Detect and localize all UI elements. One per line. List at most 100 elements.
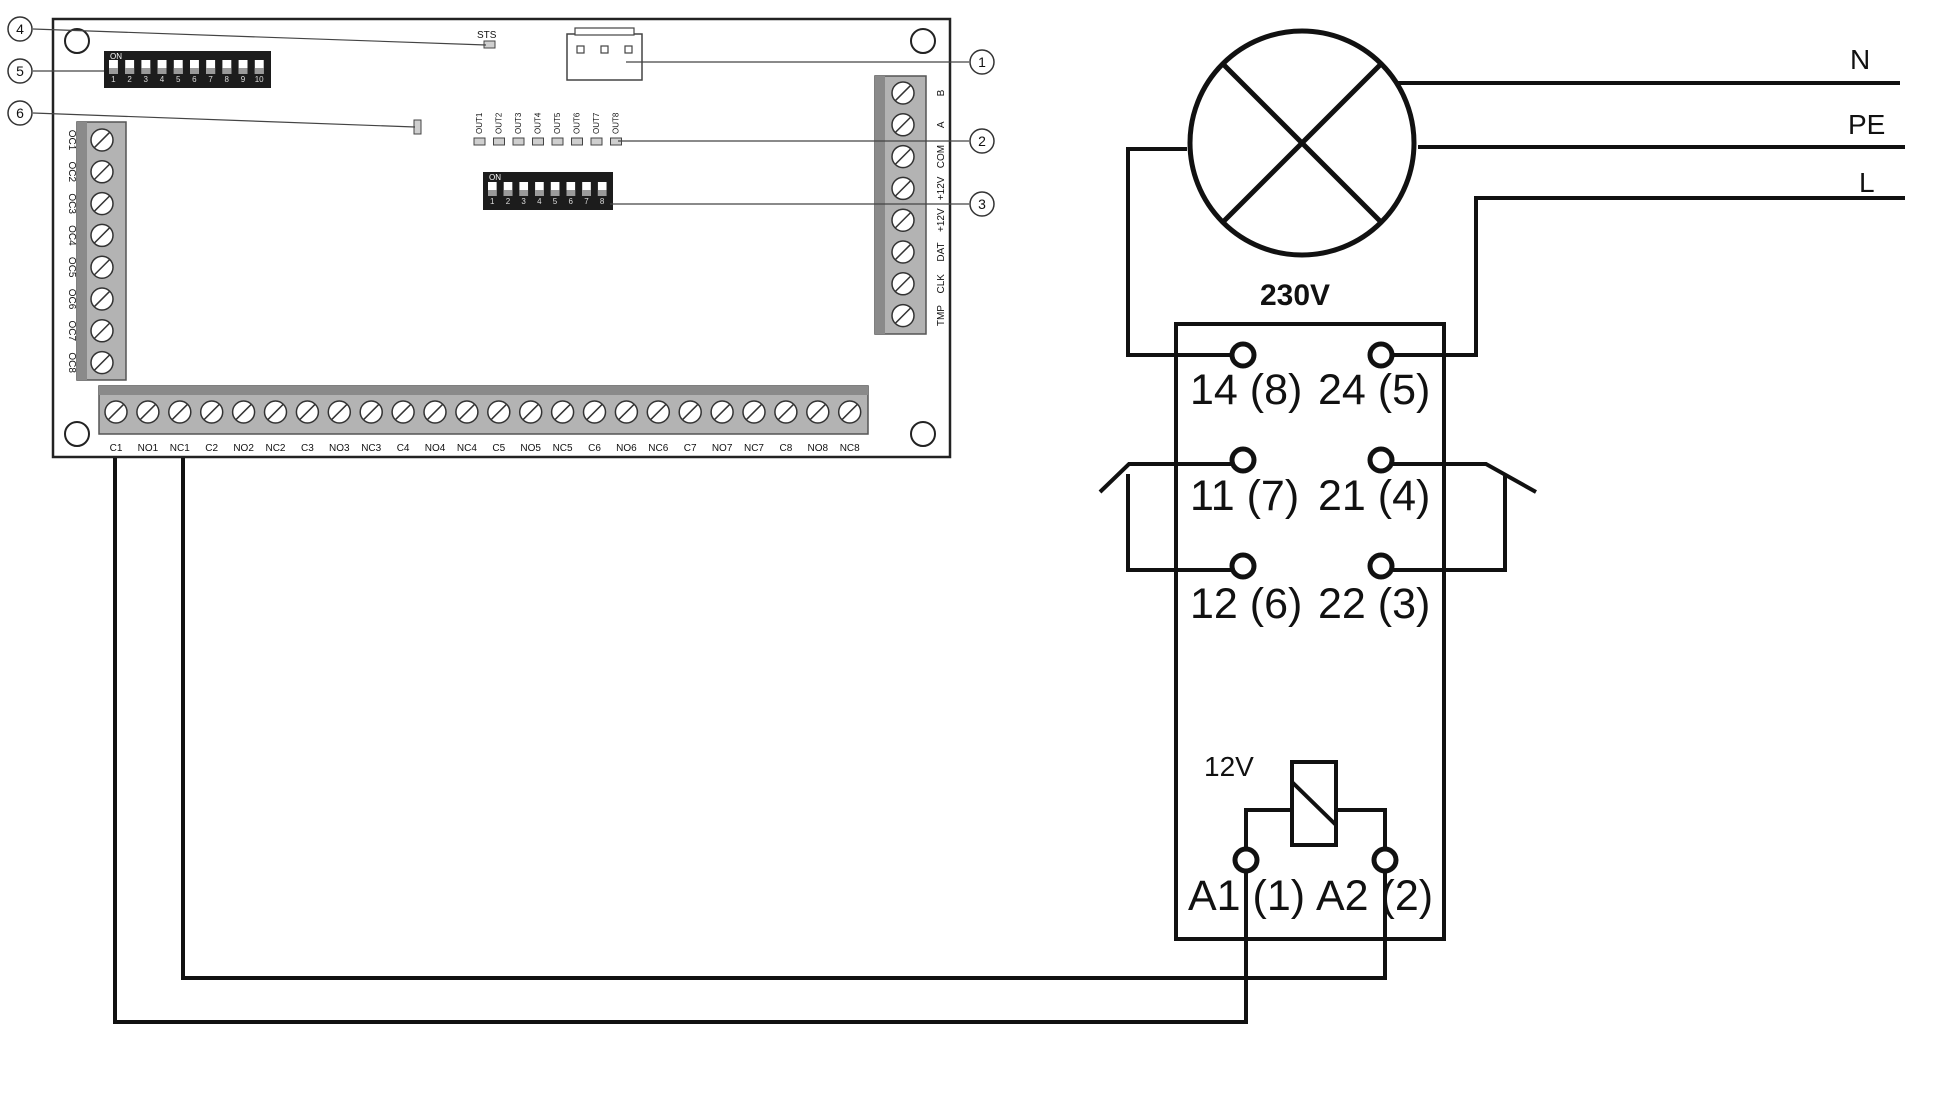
dip-number: 1	[490, 197, 495, 206]
terminal-21	[1367, 446, 1395, 474]
terminal-label: OC8	[66, 352, 77, 373]
dip-switch-lever: 3	[141, 60, 151, 84]
dip-number: 3	[521, 197, 526, 206]
terminal-label: C6	[588, 443, 601, 454]
relay-row-2-right: 21 (4)	[1318, 472, 1430, 520]
relay-body	[1174, 322, 1446, 941]
dip-switch-lever: 7	[582, 182, 591, 206]
callout-number: 3	[978, 196, 986, 212]
terminal-screw	[90, 223, 114, 248]
terminal-label: OC1	[66, 130, 77, 151]
led-label: OUT3	[514, 112, 523, 134]
terminal-12	[1229, 552, 1257, 580]
terminal-screw	[487, 400, 511, 424]
relay-voltage-label: 230V	[1260, 279, 1330, 312]
terminal-label: A	[936, 121, 947, 128]
wire-bridge-21-22	[1381, 462, 1537, 494]
relay-row-2-left: 11 (7)	[1190, 472, 1299, 520]
terminal-screw	[90, 255, 114, 279]
output-led: OUT4	[532, 112, 544, 146]
terminal-label: OC2	[66, 162, 77, 183]
callout: 4	[7, 16, 487, 46]
dip-number: 10	[255, 75, 264, 84]
terminal-label: B	[936, 89, 947, 96]
terminal-screw	[806, 400, 830, 424]
terminal-label: NO8	[808, 443, 829, 454]
dip-number: 6	[569, 197, 574, 206]
terminal-label: NC8	[840, 443, 860, 454]
terminal-screw	[423, 400, 447, 424]
terminal-22	[1367, 552, 1395, 580]
terminal-label: COM	[936, 145, 947, 168]
terminal-screw	[391, 400, 415, 424]
callout: 2	[618, 128, 995, 154]
terminal-screw	[891, 176, 915, 201]
terminal-label: C4	[397, 443, 410, 454]
callout-number: 4	[16, 21, 24, 37]
terminal-label: NO4	[425, 443, 446, 454]
terminal-label: NC6	[648, 443, 668, 454]
dip-switch-lever: 2	[503, 182, 513, 206]
line-label-n: N	[1850, 44, 1870, 75]
wire-bridge-21-22-b	[1381, 476, 1507, 572]
callout-number: 6	[16, 105, 24, 121]
terminal-label: NC2	[265, 443, 285, 454]
dip-number: 5	[553, 197, 558, 206]
terminal-screw	[891, 272, 915, 296]
terminal-screw	[891, 208, 915, 232]
terminal-label: +12V	[936, 176, 947, 200]
relay-row-1-left: 14 (8)	[1190, 366, 1302, 414]
output-led: OUT8	[610, 112, 622, 146]
dip-number: 5	[176, 75, 181, 84]
terminal-screw	[136, 400, 160, 424]
terminal-label: OC5	[66, 257, 77, 278]
terminal-label: NC7	[744, 443, 764, 454]
terminal-screw	[90, 160, 114, 184]
led-label: OUT5	[553, 112, 562, 134]
led-label: OUT7	[592, 112, 601, 134]
coil-terminal-left: A1 (1)	[1188, 872, 1305, 920]
power-connector	[566, 27, 643, 81]
terminal-screw	[90, 350, 114, 375]
terminal-screw	[891, 240, 915, 264]
terminal-label: TMP	[936, 305, 947, 326]
terminal-screw	[90, 128, 114, 152]
terminal-label: NO5	[520, 443, 541, 454]
relay-terminals	[1229, 341, 1399, 874]
output-led: OUT1	[473, 112, 486, 146]
terminal-label: OC6	[66, 289, 77, 310]
terminal-screw	[295, 400, 320, 424]
dip-switch-lever: 8	[597, 182, 607, 206]
dip-switch-lever: 4	[535, 182, 544, 206]
terminal-label: C5	[492, 443, 505, 454]
terminal-label: NC1	[170, 443, 190, 454]
output-led: OUT6	[571, 112, 583, 146]
dip-switch-lever: 5	[173, 60, 183, 84]
dip-number: 2	[127, 75, 132, 84]
terminal-label: +12V	[936, 208, 947, 232]
terminal-screw	[231, 400, 256, 424]
terminal-screw	[891, 303, 915, 328]
callout: 5	[7, 58, 104, 84]
terminal-screw	[837, 400, 862, 424]
terminal-label: OC7	[66, 321, 77, 342]
terminal-label: C1	[110, 443, 123, 454]
wire-coil-left	[1244, 808, 1292, 860]
terminal-label: NC3	[361, 443, 381, 454]
dip-switch-lever: 10	[255, 60, 264, 84]
terminal-24	[1367, 341, 1395, 369]
dip-number: 8	[600, 197, 605, 206]
terminal-label: NC4	[457, 443, 477, 454]
terminal-screw	[742, 400, 766, 424]
mounting-hole	[64, 28, 90, 54]
mounting-hole	[910, 28, 936, 54]
terminal-a2	[1371, 846, 1399, 874]
terminal-label: NC5	[553, 443, 573, 454]
terminal-label: OC3	[66, 193, 77, 214]
dip-number: 1	[111, 75, 116, 84]
